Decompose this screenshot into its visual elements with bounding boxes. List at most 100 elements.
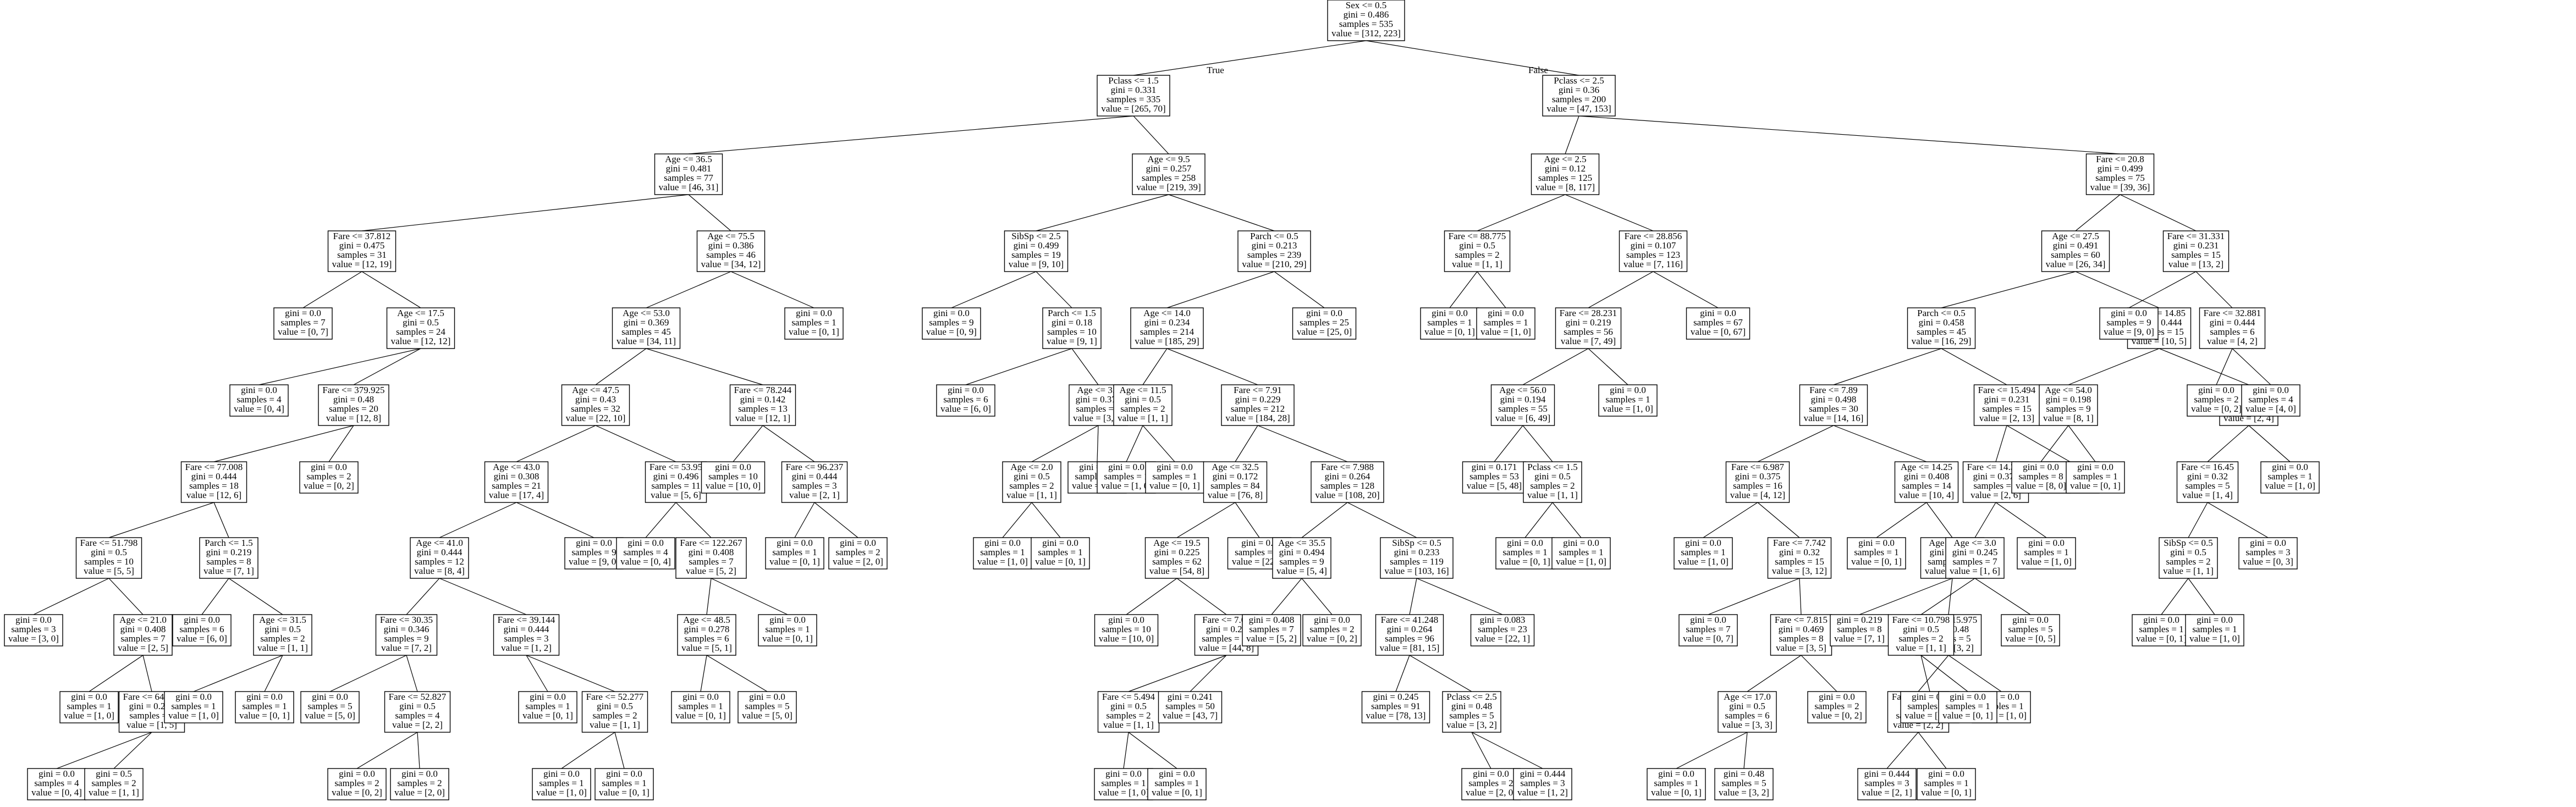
- node-line: Sex <= 0.5: [1346, 0, 1386, 10]
- tree-edge: [1416, 578, 1503, 615]
- tree-edge: [1477, 194, 1566, 231]
- tree-edge: [2207, 425, 2249, 462]
- tree-edge: [2161, 578, 2189, 615]
- node-line: Fare <= 7.742: [1773, 538, 1826, 548]
- node-line: samples = 7: [1952, 556, 1997, 567]
- node-line: gini = 0.171: [1472, 462, 1517, 472]
- node-line: value = [0, 2]: [2191, 404, 2242, 414]
- node-line: value = [4, 12]: [1730, 490, 1785, 500]
- node-line: gini = 0.0: [840, 538, 876, 548]
- node-line: value = [5, 48]: [1467, 480, 1522, 491]
- node-line: Age <= 11.5: [1119, 385, 1166, 395]
- node-line: value = [0, 1]: [789, 327, 839, 337]
- tree-edge: [1097, 425, 1099, 462]
- node-line: value = [6, 0]: [177, 633, 227, 644]
- node-line: value = [1, 1]: [89, 787, 139, 798]
- node-line: samples = 9: [1279, 556, 1324, 567]
- node-box: [1531, 153, 1600, 195]
- node-line: gini = 0.213: [1252, 240, 1297, 251]
- node-box: [235, 691, 294, 723]
- node-line: Fare <= 39.144: [498, 615, 555, 625]
- node-line: gini = 0.0: [1488, 308, 1524, 318]
- node-line: value = [6, 49]: [1495, 413, 1550, 423]
- tree-edge: [1409, 578, 1417, 615]
- tree-edge: [353, 348, 421, 385]
- node-line: samples = 1: [1427, 317, 1472, 328]
- node-line: Fare <= 28.856: [1625, 231, 1682, 241]
- tree-edge: [193, 655, 283, 692]
- node-line: gini = 0.0: [530, 692, 566, 702]
- node-line: value = [39, 36]: [2090, 182, 2150, 192]
- node-line: gini = 0.458: [1919, 317, 1964, 328]
- node-line: gini = 0.32: [2187, 471, 2228, 482]
- node-line: value = [2, 2]: [392, 720, 443, 730]
- node-box: [1158, 691, 1223, 723]
- node-line: value = [4, 2]: [2207, 336, 2258, 346]
- node-line: Age <= 75.5: [707, 231, 755, 241]
- node-line: value = [5, 0]: [742, 710, 792, 721]
- tree-edge: [439, 578, 527, 615]
- node-line: value = [9, 0]: [2104, 327, 2154, 337]
- tree-edge: [730, 271, 814, 308]
- node-line: samples = 9: [2046, 404, 2090, 414]
- node-line: value = [1, 0]: [2021, 556, 2072, 567]
- node-box: [1513, 768, 1572, 800]
- node-line: value = [1, 0]: [2265, 480, 2315, 491]
- tree-edge: [1801, 655, 1837, 692]
- node-line: samples = 1: [678, 701, 723, 711]
- node-line: gini = 0.278: [684, 624, 730, 634]
- node-line: value = [5, 2]: [686, 566, 736, 576]
- node-line: gini = 0.369: [624, 317, 669, 328]
- node-line: samples = 128: [1320, 480, 1374, 491]
- node-line: samples = 4: [236, 394, 282, 405]
- node-box: [758, 614, 817, 646]
- node-line: samples = 31: [337, 250, 387, 260]
- node-line: samples = 1: [1854, 547, 1898, 557]
- node-line: samples = 9: [2106, 317, 2151, 328]
- node-line: gini = 0.0: [933, 308, 970, 318]
- node-line: gini = 0.408: [1904, 471, 1950, 482]
- node-line: value = [1, 1]: [1452, 259, 1502, 269]
- node-box: [1907, 307, 1976, 349]
- node-line: gini = 0.5: [399, 701, 436, 711]
- tree-edge: [1166, 271, 1275, 308]
- node-line: gini = 0.444: [191, 471, 237, 482]
- node-box: [2159, 537, 2218, 579]
- node-line: value = [0, 1]: [1035, 556, 1086, 567]
- node-line: samples = 9: [929, 317, 973, 328]
- node-box: [2241, 384, 2300, 417]
- node-box: [1619, 230, 1688, 272]
- node-line: value = [3, 2]: [1719, 787, 1769, 798]
- node-line: value = [0, 1]: [2070, 480, 2121, 491]
- node-line: samples = 5: [2008, 624, 2052, 634]
- node-line: Fare <= 31.331: [2167, 231, 2225, 241]
- tree-edge: [614, 732, 625, 769]
- node-line: value = [3, 12]: [1772, 566, 1827, 576]
- node-line: samples = 77: [664, 173, 713, 183]
- node-line: value = [1, 1]: [590, 720, 640, 730]
- node-line: gini = 0.5: [1903, 624, 1939, 634]
- node-line: gini = 0.499: [2098, 163, 2143, 174]
- node-line: value = [5, 2]: [1246, 633, 1297, 644]
- node-line: value = [76, 8]: [1208, 490, 1263, 500]
- node-line: samples = 1: [2024, 547, 2068, 557]
- node-line: gini = 0.0: [184, 615, 220, 625]
- node-line: samples = 9: [571, 547, 616, 557]
- tree-edge: [1588, 348, 1628, 385]
- node-line: gini = 0.475: [339, 240, 385, 251]
